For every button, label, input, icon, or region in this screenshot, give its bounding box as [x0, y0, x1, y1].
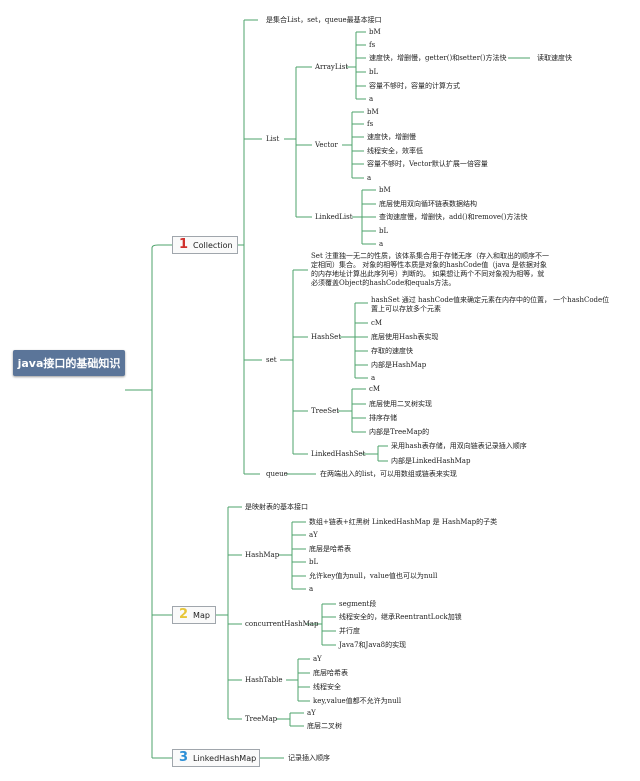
leaf: bM	[367, 108, 379, 116]
leaf: 底层二叉树	[307, 722, 342, 730]
leaf: 底层哈希表	[313, 669, 348, 677]
leaf: bM	[379, 186, 391, 194]
leaf: 读取速度快	[537, 54, 572, 62]
leaf: fs	[369, 41, 376, 49]
node-hashmap[interactable]: HashMap	[245, 551, 280, 559]
leaf: cM	[369, 385, 381, 393]
category-map[interactable]: 2 Map	[172, 606, 216, 624]
leaf: 线程安全，效率低	[367, 147, 423, 155]
leaf: 底层使用二叉树实现	[369, 400, 432, 408]
leaf: 排序存储	[369, 414, 397, 422]
node-vector[interactable]: Vector	[315, 141, 338, 149]
leaf: a	[309, 585, 314, 593]
leaf: a	[379, 240, 384, 248]
leaf: 内部是TreeMap的	[369, 428, 430, 436]
node-linkedhashset[interactable]: LinkedHashSet	[311, 450, 366, 458]
leaf: hashSet 通过 hashCode值来确定元素在内存中的位置， 一个hash…	[371, 296, 610, 313]
category-label: Collection	[193, 240, 233, 250]
leaf: 底层使用双向循环链表数据结构	[379, 200, 477, 208]
leaf: a	[369, 95, 374, 103]
category-label: LinkedHashMap	[193, 753, 257, 763]
leaf: fs	[367, 120, 374, 128]
leaf: bM	[369, 28, 381, 36]
category-label: Map	[193, 610, 210, 620]
leaf: aY	[313, 655, 322, 663]
node-treeset[interactable]: TreeSet	[311, 407, 340, 415]
leaf: 容量不够时，容量的计算方式	[369, 82, 460, 90]
leaf: 速度快，增删慢	[367, 133, 416, 141]
node-concurrenthashmap[interactable]: concurrentHashMap	[245, 620, 319, 628]
leaf: 容量不够时，Vector默认扩展一倍容量	[367, 160, 488, 168]
category-collection[interactable]: 1 Collection	[172, 236, 238, 254]
leaf: aY	[307, 709, 316, 717]
leaf: 线程安全	[313, 683, 341, 691]
leaf: key,value值都不允许为null	[313, 697, 402, 705]
map-intro: 是映射表的基本接口	[245, 503, 308, 511]
collection-intro: 是集合List，set，queue最基本接口	[266, 16, 382, 24]
leaf: 内部是LinkedHashMap	[391, 457, 471, 465]
root-node[interactable]: java接口的基础知识	[13, 350, 125, 376]
leaf: bL	[379, 227, 389, 235]
node-hashset[interactable]: HashSet	[311, 333, 342, 341]
node-queue[interactable]: queue	[266, 470, 288, 478]
set-description: Set 注重独一无二的性质，该体系集合用于存储无序（存入和取出的顺序不一定相同）…	[311, 252, 549, 287]
leaf: Java7和Java8的实现	[339, 641, 407, 649]
leaf: 数组+链表+红黑树 LinkedHashMap 是 HashMap的子类	[309, 518, 498, 526]
leaf: 存取的速度快	[371, 347, 413, 355]
leaf: 采用hash表存储，用双向链表记录插入顺序	[391, 442, 527, 450]
node-hashtable[interactable]: HashTable	[245, 676, 283, 684]
node-set[interactable]: set	[266, 356, 277, 364]
leaf: segment段	[339, 600, 377, 608]
leaf: bL	[369, 68, 379, 76]
leaf: bL	[309, 558, 319, 566]
node-treemap[interactable]: TreeMap	[245, 715, 278, 723]
leaf: 线程安全的，继承ReentrantLock加锁	[339, 613, 462, 621]
category-number: 3	[179, 750, 189, 765]
leaf: 查询速度慢，增删快，add()和remove()方法快	[379, 213, 528, 221]
queue-description: 在两端出入的list，可以用数组或链表来实现	[320, 470, 457, 478]
linkedhashmap-description: 记录插入顺序	[288, 754, 330, 762]
category-number: 1	[179, 237, 189, 252]
category-number: 2	[179, 607, 189, 622]
leaf: 速度快，增删慢，getter()和setter()方法快	[369, 54, 507, 62]
leaf: a	[367, 174, 372, 182]
leaf: 内部是HashMap	[371, 361, 427, 369]
leaf: 允许key值为null，value值也可以为null	[309, 572, 438, 580]
node-linkedlist[interactable]: LinkedList	[315, 213, 353, 221]
leaf: cM	[371, 319, 383, 327]
leaf: 底层是哈希表	[309, 545, 351, 553]
leaf: 底层使用Hash表实现	[371, 333, 439, 341]
category-linkedhashmap[interactable]: 3 LinkedHashMap	[172, 749, 260, 767]
leaf: 并行度	[339, 627, 360, 635]
node-list[interactable]: List	[266, 135, 280, 143]
leaf: a	[371, 374, 376, 382]
leaf: aY	[309, 531, 318, 539]
node-arraylist[interactable]: ArrayList	[315, 63, 349, 71]
